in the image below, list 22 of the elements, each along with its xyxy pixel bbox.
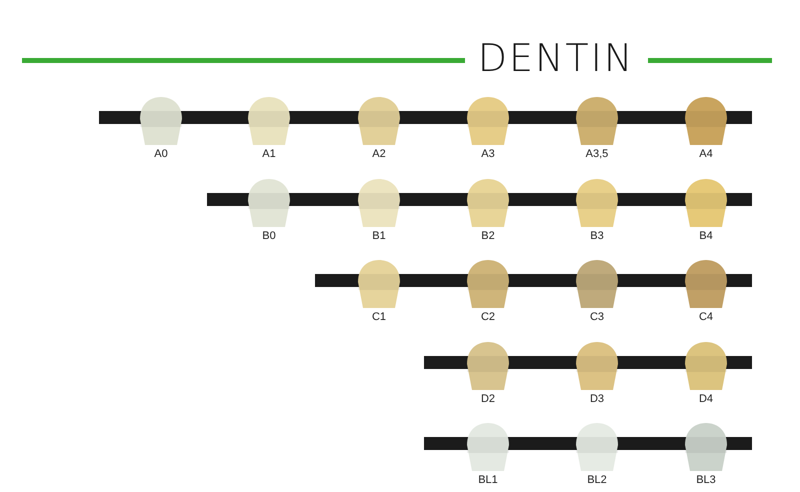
shade-label: A4 — [699, 148, 713, 161]
shade-label: A0 — [154, 148, 168, 161]
shade-label: A3 — [481, 148, 495, 161]
title: DENTIN — [476, 36, 636, 80]
shade-label: B0 — [262, 230, 276, 243]
shade-label: D2 — [480, 393, 496, 406]
shade-label: A3,5 — [586, 148, 608, 161]
shade-label: D4 — [698, 393, 714, 406]
shade-label: BL1 — [478, 474, 498, 487]
shade-label: B3 — [590, 230, 604, 243]
shade-label: B1 — [372, 230, 386, 243]
shade-label: D3 — [590, 393, 604, 406]
shade-label: C3 — [590, 311, 604, 324]
shade-label: BL2 — [587, 474, 607, 487]
shade-label: A2 — [372, 148, 386, 161]
shade-label: C2 — [480, 311, 496, 324]
shade-label: B2 — [481, 230, 495, 243]
shade-label: B4 — [699, 230, 713, 243]
shade-label: A1 — [262, 148, 276, 161]
shade-label: C1 — [372, 311, 386, 324]
shade-label: C4 — [698, 311, 714, 324]
shade-label: BL3 — [696, 474, 716, 487]
